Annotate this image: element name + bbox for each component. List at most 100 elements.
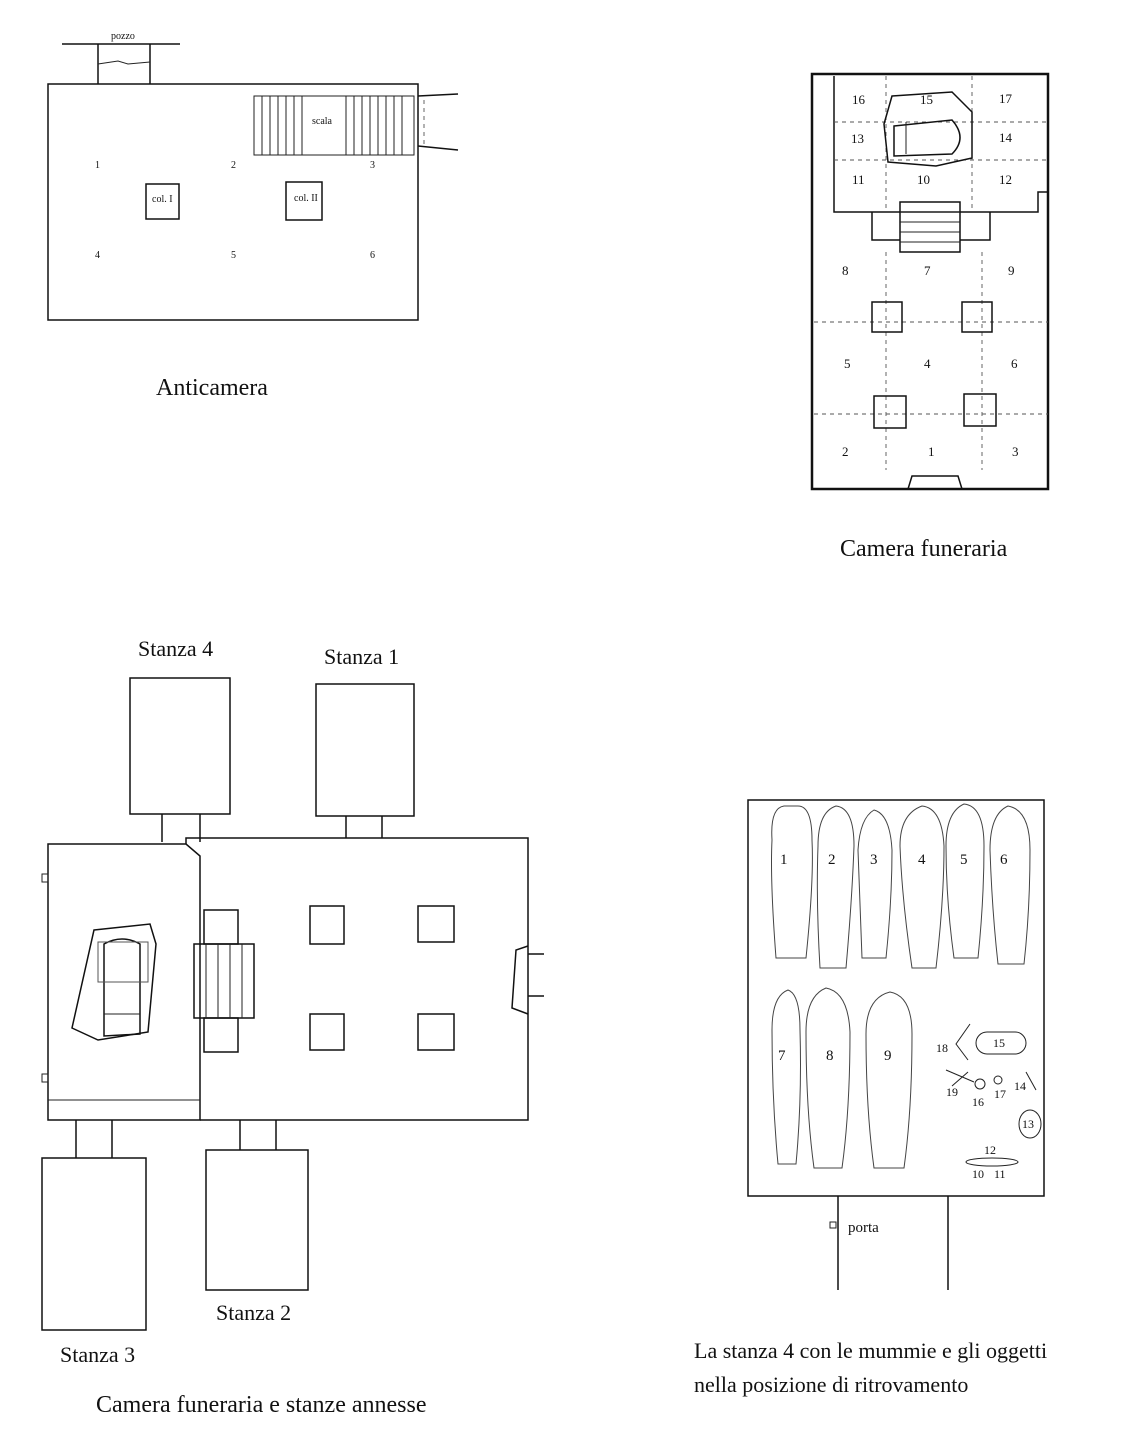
ante-sector-1: 1 [95, 160, 100, 171]
stanza-3-label: Stanza 3 [60, 1342, 135, 1367]
camera-funeraria-plan: 1 2 3 4 5 6 7 8 9 10 11 12 13 14 15 16 1… [810, 72, 1050, 562]
cf-sector-6: 6 [1011, 356, 1018, 371]
main-chamber-outline [185, 837, 529, 1121]
stanza-1-label: Stanza 1 [324, 644, 399, 669]
stanza-2-label: Stanza 2 [216, 1300, 291, 1325]
object-label-13: 13 [1022, 1117, 1034, 1131]
complex-caption: Camera funeraria e stanze annesse [96, 1392, 426, 1418]
object-label-14: 14 [1014, 1079, 1026, 1093]
object-label-11: 11 [994, 1167, 1006, 1181]
cf-sector-17: 17 [999, 91, 1013, 106]
mummy-3: 3 [870, 852, 878, 868]
complex-sarcophagus [71, 923, 157, 1041]
complex-steps [193, 943, 255, 1019]
complex-pillar [417, 905, 455, 943]
mummy-outline [816, 805, 855, 969]
mummy-8: 8 [826, 1048, 834, 1064]
stanza-4-room [129, 677, 231, 815]
cf-sector-14: 14 [999, 130, 1013, 145]
mummy-7: 7 [778, 1048, 786, 1064]
object-label-15: 15 [993, 1036, 1005, 1050]
pillar [871, 301, 903, 333]
cf-sector-13: 13 [851, 131, 864, 146]
ante-sector-2: 2 [231, 160, 236, 171]
mummy-outline [857, 809, 893, 959]
stanza-3-room [41, 1157, 147, 1331]
mummy-2: 2 [828, 852, 836, 868]
cf-sector-7: 7 [924, 263, 931, 278]
stanza-4-detail: 1 2 3 4 5 6 7 8 9 18 15 19 16 17 14 13 1… [694, 799, 1047, 1397]
stanza4-caption-line1: La stanza 4 con le mummie e gli oggetti [694, 1338, 1047, 1363]
well-label: pozzo [111, 31, 135, 42]
stanza4-caption-line2: nella posizione di ritrovamento [694, 1372, 968, 1397]
cf-sector-3: 3 [1012, 444, 1019, 459]
stair-label: scala [312, 116, 333, 127]
column-2 [285, 181, 323, 221]
anticamera-stair [253, 95, 415, 156]
cf-sector-9: 9 [1008, 263, 1015, 278]
ante-sector-4: 4 [95, 250, 100, 261]
door-label: porta [848, 1220, 879, 1236]
object-18 [955, 1023, 971, 1061]
stanza-1-room [315, 683, 415, 817]
cf-sector-4: 4 [924, 356, 931, 371]
anticamera-caption: Anticamera [156, 375, 268, 401]
stanza-2-room [205, 1149, 309, 1291]
mummy-1: 1 [780, 852, 788, 868]
complex-plan: Stanza 4 Stanza 1 [41, 636, 544, 1418]
column-1-label: col. I [152, 194, 173, 205]
mummy-9: 9 [884, 1048, 892, 1064]
door-marker [829, 1221, 837, 1229]
mummy-outline [865, 991, 913, 1169]
cf-sector-15: 15 [920, 92, 933, 107]
stair-steps [261, 96, 403, 155]
ante-sector-5: 5 [231, 250, 236, 261]
object-12 [965, 1157, 1019, 1167]
anticamera-room [47, 83, 419, 321]
camera-steps [899, 201, 961, 253]
cf-sector-5: 5 [844, 356, 851, 371]
ante-sector-3: 3 [370, 160, 375, 171]
camera-funeraria-caption: Camera funeraria [840, 536, 1008, 562]
mummy-4: 4 [918, 852, 926, 868]
pillar [873, 395, 907, 429]
column-2-label: col. II [294, 193, 318, 204]
mummy-outline [989, 805, 1031, 965]
cf-sector-8: 8 [842, 263, 849, 278]
cf-sector-10: 10 [917, 172, 930, 187]
pillar [963, 393, 997, 427]
mummy-outline [771, 805, 813, 959]
object-19 [945, 1069, 975, 1083]
sarcophagus-outline [883, 91, 973, 167]
complex-entrance [511, 945, 529, 1015]
object-label-17: 17 [994, 1087, 1006, 1101]
mummy-outline [899, 805, 945, 969]
object-16 [974, 1078, 986, 1090]
object-label-18: 18 [936, 1041, 948, 1055]
mummy-6: 6 [1000, 852, 1008, 868]
cf-sector-12: 12 [999, 172, 1012, 187]
camera-entrance [907, 475, 963, 490]
cf-sector-2: 2 [842, 444, 849, 459]
cf-sector-11: 11 [852, 172, 865, 187]
object-13 [1018, 1109, 1042, 1139]
object-15 [975, 1031, 1027, 1055]
object-17 [993, 1075, 1003, 1085]
mummy-outline [945, 803, 985, 959]
object-label-10: 10 [972, 1167, 984, 1181]
mummy-outline [771, 989, 801, 1165]
object-label-12: 12 [984, 1143, 996, 1157]
object-label-19: 19 [946, 1085, 958, 1099]
mummy-5: 5 [960, 852, 968, 868]
object-14 [1025, 1071, 1037, 1091]
ante-sector-6: 6 [370, 250, 375, 261]
column-1 [145, 183, 180, 220]
complex-pillar [309, 905, 345, 945]
sarcophagus-inner [893, 119, 961, 157]
object-label-16: 16 [972, 1095, 984, 1109]
stanza-4-label: Stanza 4 [138, 636, 213, 661]
anticamera-plan: pozzo scala col. I col. II 1 2 3 4 5 6 A… [47, 31, 459, 401]
complex-pillar [417, 1013, 455, 1051]
mummy-outline [805, 987, 851, 1169]
